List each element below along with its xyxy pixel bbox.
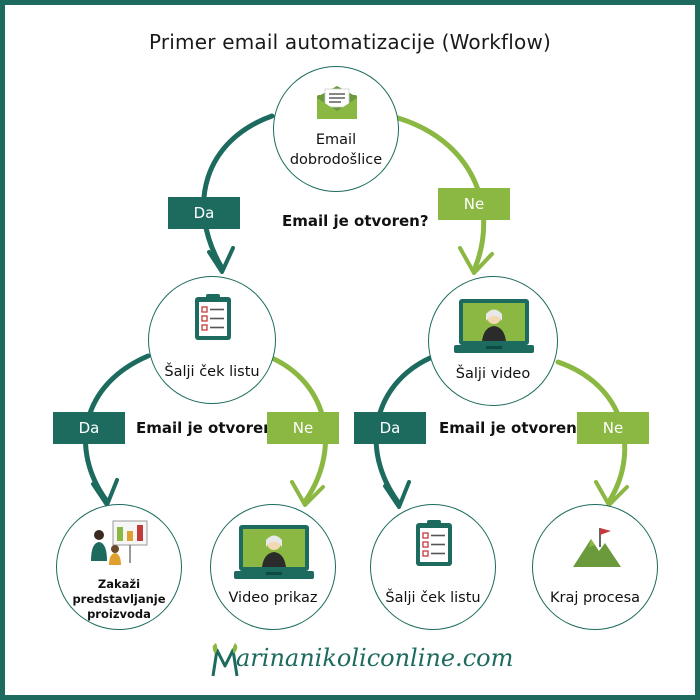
node-end-process-label: Kraj procesa [549,590,641,606]
tag-no-right: Ne [577,412,649,444]
brand-text: arinanikoliconline.com [236,644,514,672]
node-end-process: Kraj procesa [532,504,658,630]
question-left: Email je otvoren? [136,419,283,437]
clipboard-checklist-icon [416,520,452,566]
brand-logo: arinanikoliconline.com [210,642,513,682]
node-schedule-presentation-line3: proizvoda [87,606,151,621]
node-send-video-label: Šalji video [455,366,531,382]
node-schedule-presentation: Zakaži predstavljanje proizvoda [56,504,182,630]
envelope-icon [317,86,357,119]
node-send-checklist: Šalji ček listu [148,276,276,404]
tag-yes-right: Da [354,412,426,444]
clipboard-checklist-icon [195,294,231,340]
leaf-m-icon [211,643,239,677]
tag-yes-left: Da [53,412,125,444]
arrowhead-start-to-video [458,246,494,275]
tag-yes-top: Da [168,197,240,229]
arrowhead-video-to-checklist2 [383,480,411,509]
arrow-start-to-checklist [201,113,275,271]
laptop-video-icon [454,299,534,353]
node-welcome-email: Email dobrodošlice [273,66,399,192]
tag-no-top: Ne [438,188,510,220]
question-right: Email je otvoren? [439,419,586,437]
node-schedule-presentation-line2: predstavljanje [72,591,166,606]
node-video-show-label: Video prikaz [228,590,318,606]
laptop-video-icon [234,525,314,579]
node-send-checklist-label: Šalji ček listu [164,364,260,380]
node-send-checklist-2: Šalji ček listu [370,504,496,630]
arrowhead-start-to-checklist [207,246,235,274]
node-send-video: Šalji video [428,276,558,406]
node-welcome-email-line2: dobrodošlice [289,151,383,168]
node-send-checklist-2-label: Šalji ček listu [385,590,481,606]
page-title: Primer email automatizacije (Workflow) [148,30,552,54]
presentation-meeting-icon [91,520,148,565]
arrowhead-checklist-to-videoshow [290,480,325,507]
arrow-start-to-video [395,115,487,271]
question-top: Email je otvoren? [282,212,429,230]
mountain-flag-icon [573,528,621,567]
node-video-show: Video prikaz [210,504,336,630]
tag-no-left: Ne [267,412,339,444]
node-welcome-email-line1: Email [315,132,357,148]
node-schedule-presentation-line1: Zakaži [97,577,141,591]
